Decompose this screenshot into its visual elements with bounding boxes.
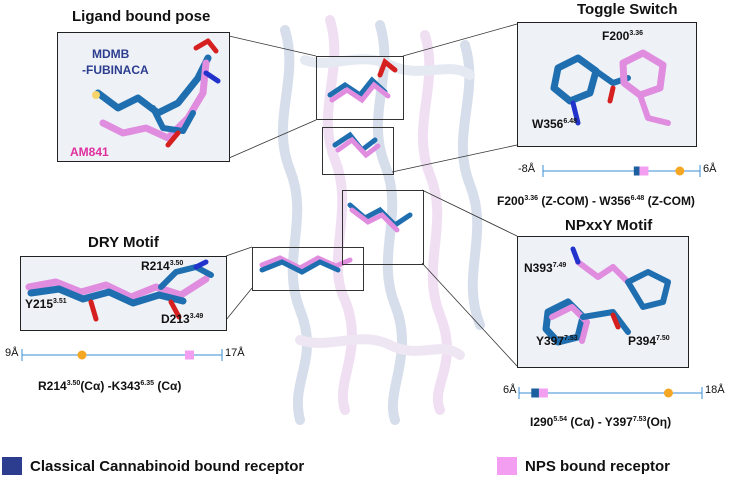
toggle-caption: F2003.36 (Z-COM) - W3566.48 (Z-COM) — [497, 194, 695, 208]
am841-label: AM841 — [70, 145, 109, 159]
ligand-pose-panel: MDMB -FUBINACA AM841 — [57, 32, 230, 162]
toggle-switch-title: Toggle Switch — [577, 1, 678, 18]
toggle-scale-max: 6Å — [703, 163, 717, 175]
legend-nps-label: NPS bound receptor — [525, 458, 671, 475]
dry-scale-max: 17Å — [225, 347, 245, 359]
ligand-pose-title: Ligand bound pose — [72, 8, 211, 25]
dry-motif-image — [25, 259, 214, 322]
dry-scale-min: 9Å — [5, 347, 19, 359]
f200-label: F2003.36 — [602, 29, 643, 43]
zoom-box-toggle — [322, 127, 394, 175]
w356-label: W3566.48 — [532, 117, 577, 131]
zoom-box-ligand — [316, 56, 404, 120]
npxxy-caption: I2905.54 (Cα) - Y3977.53(Oη) — [530, 415, 672, 429]
npxxy-motif-title: NPxxY Motif — [565, 217, 653, 234]
p394-label: P3947.50 — [628, 334, 670, 348]
n393-label: N3937.49 — [524, 261, 567, 275]
legend-nps-swatch — [497, 457, 517, 475]
toggle-scale-min: -8Å — [518, 163, 536, 175]
npxxy-scale-min: 6Å — [503, 384, 517, 396]
npxxy-motif-image — [542, 246, 671, 346]
toggle-switch-image — [550, 49, 671, 126]
dry-motif-panel: R2143.50 Y2153.51 D2133.49 — [20, 256, 227, 331]
d213-label: D2133.49 — [161, 312, 204, 326]
ligand-pose-image — [92, 38, 221, 148]
legend-classical-swatch — [2, 457, 22, 475]
zoom-box-dry — [252, 247, 364, 291]
npxxy-scale-max: 18Å — [705, 384, 725, 396]
npxxy-motif-panel: N3937.49 Y3977.53 P3947.50 — [517, 236, 689, 368]
dry-motif-title: DRY Motif — [88, 234, 159, 251]
legend-classical-label: Classical Cannabinoid bound receptor — [30, 458, 305, 475]
y397-label: Y3977.53 — [536, 334, 578, 348]
toggle-switch-panel: F2003.36 W3566.48 — [517, 22, 697, 147]
mdmb-label-line2: -FUBINACA — [82, 63, 149, 77]
r214-label: R2143.50 — [141, 259, 184, 273]
dry-caption: R2143.50(Cα) -K3436.35 (Cα) — [38, 379, 182, 393]
mdmb-label-line1: MDMB — [92, 47, 130, 61]
zoom-box-npxxy — [342, 190, 424, 265]
y215-label: Y2153.51 — [25, 297, 67, 311]
